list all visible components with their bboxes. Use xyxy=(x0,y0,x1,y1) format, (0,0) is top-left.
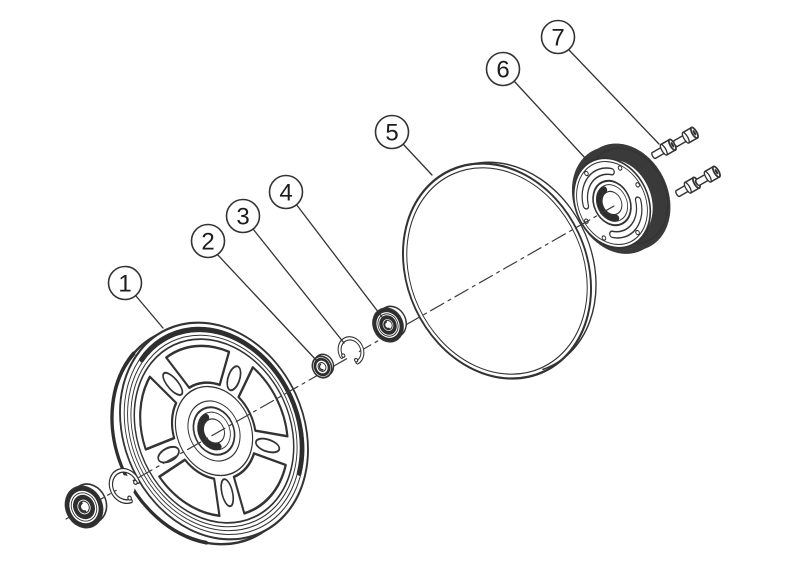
drive-hub xyxy=(571,143,671,254)
wheel-bore-wall xyxy=(197,413,222,450)
spoke-slot xyxy=(157,445,180,464)
wheel-bore-inner xyxy=(203,418,225,444)
ring-lug-hole xyxy=(133,479,138,485)
wheel-bore-outer xyxy=(192,406,236,456)
callout-6-label: 6 xyxy=(496,57,509,84)
callout-6: 6 xyxy=(485,51,521,87)
wheel-cutout xyxy=(139,375,178,451)
leader-line-1 xyxy=(135,295,164,329)
leader-line-2 xyxy=(215,252,318,362)
callout-2-label: 2 xyxy=(201,229,214,256)
spoke-slot xyxy=(220,478,235,508)
callout-1: 1 xyxy=(107,265,143,301)
wheel-rim-shading xyxy=(139,326,305,476)
hub-face-ring xyxy=(576,161,648,245)
hub-arc-slot xyxy=(610,197,642,238)
retaining-ring-left xyxy=(108,467,141,504)
wheel-cutout xyxy=(158,458,221,517)
hub-bolt-hole xyxy=(635,229,640,236)
callout-3-label: 3 xyxy=(236,204,249,231)
callout-3: 3 xyxy=(225,198,261,234)
belt-band-ring xyxy=(402,161,597,380)
spoke-slot xyxy=(255,437,281,454)
callout-4-label: 4 xyxy=(279,180,292,207)
screw-4 xyxy=(692,164,723,190)
hub-bore-inner xyxy=(601,190,623,216)
ring-lug-hole xyxy=(354,357,359,363)
callout-1-label: 1 xyxy=(118,271,131,298)
wheel-rim-inner-edge xyxy=(133,338,295,524)
ring-lug-hole xyxy=(127,495,132,501)
bearing-left xyxy=(64,483,108,529)
spoke-slot xyxy=(226,365,242,392)
wheel-hub-step xyxy=(187,400,241,462)
leader-line-7 xyxy=(568,49,660,145)
centerline xyxy=(65,205,615,520)
callout-2: 2 xyxy=(190,223,226,259)
hub-bolt-hole xyxy=(584,170,589,177)
wheel-rim-groove xyxy=(130,334,298,528)
hub-bolt-hole xyxy=(617,165,623,171)
hub-bore-ring xyxy=(595,184,629,222)
leader-line-6 xyxy=(513,80,587,160)
wheel-cutout xyxy=(237,366,289,438)
callout-5-label: 5 xyxy=(385,120,398,147)
leader-line-3 xyxy=(252,228,345,344)
hub-bolt-hole xyxy=(601,235,607,241)
screw-2 xyxy=(670,125,701,151)
ring-back-edge xyxy=(471,161,597,371)
hub-bolt-hole xyxy=(635,182,640,188)
ring-lug-hole xyxy=(341,353,346,358)
bearing-mid xyxy=(372,305,407,343)
wheel-cutout xyxy=(232,452,287,515)
callout-4: 4 xyxy=(268,174,304,210)
wheel-cutout xyxy=(165,344,231,389)
hub-bore-wall xyxy=(596,186,620,222)
spoke-slot xyxy=(162,371,184,396)
callout-7: 7 xyxy=(540,19,576,55)
leader-line-4 xyxy=(295,203,383,318)
washer xyxy=(311,353,335,379)
hub-bore-outer xyxy=(592,179,632,227)
callout-5: 5 xyxy=(374,114,410,150)
leader-line-5 xyxy=(402,143,433,176)
hub-arc-slot xyxy=(582,168,614,209)
ring-outer-edge xyxy=(402,162,592,380)
ring-inner-edge xyxy=(406,167,588,375)
wheel-pulley xyxy=(110,321,309,546)
retaining-ring-mid xyxy=(337,336,365,365)
callout-7-label: 7 xyxy=(551,25,564,52)
